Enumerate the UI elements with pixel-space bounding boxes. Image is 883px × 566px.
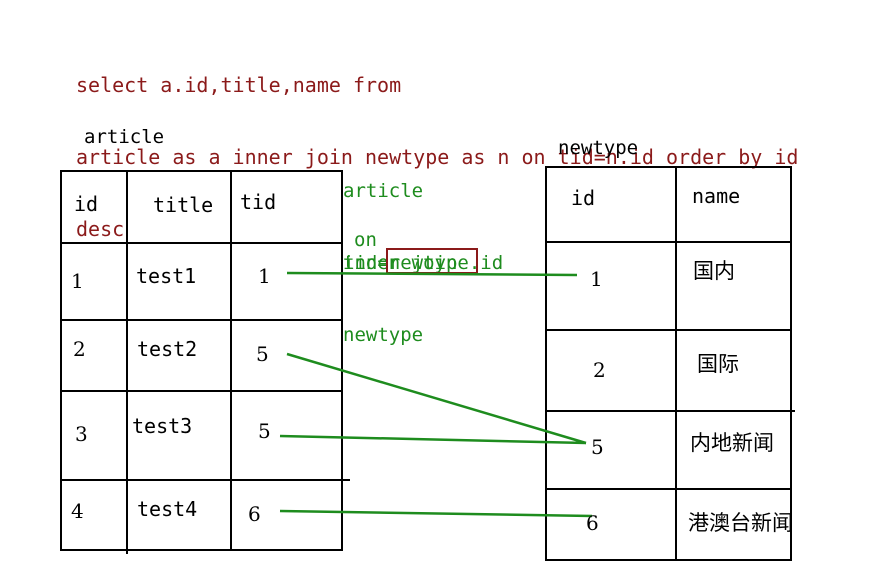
article-row-1-tid: 1 [258, 264, 271, 288]
article-table-caption: article [84, 126, 165, 148]
join-note: article inner join newtype [343, 131, 457, 371]
article-row-4-id: 4 [71, 499, 84, 523]
article-row-1-title: test1 [136, 264, 197, 288]
join-line-tid6 [279, 509, 593, 518]
newtype-table-grid [545, 166, 795, 561]
article-table-border [60, 170, 343, 551]
sql-line-3: desc [76, 217, 125, 241]
join-note-line-2: inner join [343, 252, 458, 274]
newtype-header-id: id [571, 186, 596, 210]
newtype-table-caption: newtype [558, 137, 639, 159]
newtype-row-2-name: 国际 [697, 352, 739, 376]
sql-line-2: article as a inner join newtype as n on … [76, 145, 799, 169]
join-line-tid5-b [279, 434, 587, 445]
article-row-2-tid: 5 [256, 342, 269, 366]
article-header-id: id [74, 192, 99, 216]
article-row-1-id: 1 [71, 269, 84, 293]
article-row-3-tid: 5 [258, 419, 271, 443]
join-connectors [279, 271, 593, 518]
article-header-tid: tid [240, 190, 277, 214]
article-row-4-tid: 6 [248, 502, 261, 526]
article-row-4-title: test4 [137, 497, 198, 521]
article-row-3-id: 3 [75, 422, 88, 446]
newtype-table-border [545, 166, 792, 561]
newtype-row-4-id: 6 [586, 511, 599, 535]
join-note-line-1: article [343, 180, 424, 202]
article-row-2-id: 2 [73, 337, 86, 361]
newtype-row-2-id: 2 [593, 358, 606, 382]
join-condition-prefix: tid= [343, 252, 389, 274]
newtype-row-3-id: 5 [591, 435, 604, 459]
newtype-row-1-name: 国内 [693, 259, 735, 283]
article-row-3-title: test3 [132, 414, 193, 438]
join-note-line-3: newtype [343, 324, 424, 346]
join-condition-highlight: newtype [388, 252, 469, 274]
newtype-row-3-name: 内地新闻 [690, 431, 774, 455]
sql-line-1: select a.id,title,name from [76, 73, 402, 97]
article-header-title: title [153, 193, 214, 217]
join-note-on: on [354, 229, 377, 251]
article-row-2-title: test2 [137, 337, 198, 361]
join-line-tid5-a [286, 352, 587, 445]
newtype-header-name: name [692, 184, 741, 208]
newtype-row-4-name: 港澳台新闻 [688, 511, 793, 535]
newtype-row-1-id: 1 [590, 267, 603, 291]
article-table-grid [60, 170, 350, 554]
sql-query: select a.id,title,name from article as a… [76, 25, 866, 265]
join-line-tid1 [286, 271, 578, 277]
